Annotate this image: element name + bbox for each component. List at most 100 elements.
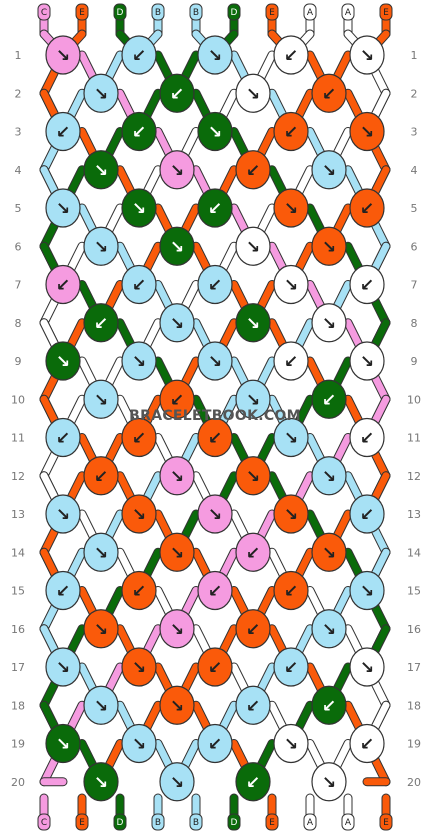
knot-ellipse [121,494,157,534]
knot: ↘ [159,532,195,572]
knot-ellipse [235,150,271,190]
knot-ellipse [159,762,195,802]
arrow-down-right-icon: ↘ [94,161,108,181]
knot: ↙ [121,111,157,152]
bottom-strand-cap [113,813,127,831]
knot: ↙ [273,341,309,381]
knot: ↘ [349,647,385,687]
knot-ellipse [197,723,233,764]
top-strand-cap [341,3,355,21]
knot-ellipse [121,417,157,458]
top-strand-letter: B [193,8,199,18]
knot: ↙ [121,35,157,75]
arrow-down-left-icon: ↙ [360,735,374,755]
arrow-down-right-icon: ↘ [94,543,108,563]
knot: ↘ [235,226,271,266]
arrow-down-left-icon: ↙ [208,199,222,219]
knot-ellipse [349,417,385,458]
knot: ↘ [159,150,195,190]
knot: ↙ [121,417,157,458]
arrow-down-right-icon: ↘ [322,314,336,334]
bottom-strand-letter: E [79,818,85,828]
arrow-down-left-icon: ↙ [246,161,260,181]
arrow-down-right-icon: ↘ [360,658,374,678]
knot: ↙ [83,303,119,343]
arrow-down-right-icon: ↘ [170,314,184,334]
knot-ellipse [349,647,385,687]
knot-ellipse [197,494,233,534]
arrow-down-left-icon: ↙ [132,429,146,449]
knot-ellipse [273,188,309,228]
arrow-down-right-icon: ↘ [56,658,70,678]
top-strand-cap [379,3,393,21]
knot: ↙ [273,111,309,152]
knot: ↘ [311,150,347,190]
top-strand-letter: D [117,8,124,18]
knot: ↘ [235,303,271,343]
knot: ↘ [83,226,119,266]
knot: ↘ [159,303,195,343]
row-number-left: 10 [11,393,25,406]
arrow-down-left-icon: ↙ [360,505,374,525]
knot-ellipse [349,188,385,228]
arrow-down-right-icon: ↘ [170,543,184,563]
knot-ellipse [197,188,233,228]
knot-ellipse [83,379,119,419]
arrow-down-left-icon: ↙ [208,735,222,755]
arrow-down-left-icon: ↙ [246,543,260,563]
knot: ↙ [159,379,195,419]
bottom-strand-letter: E [269,818,275,828]
bottom-strand-letter: A [345,818,352,828]
knot-ellipse [121,723,157,764]
bottom-strand-letter: C [41,818,47,828]
knot: ↙ [349,264,385,305]
arrow-down-right-icon: ↘ [360,123,374,143]
row-number-left: 13 [11,508,25,521]
arrow-down-right-icon: ↘ [94,390,108,410]
row-number-right: 9 [411,355,418,368]
knot-ellipse [159,532,195,572]
knot-ellipse [121,188,157,228]
row-number-left: 4 [15,164,22,177]
knot-ellipse [159,150,195,190]
knot-ellipse [273,341,309,381]
knot-ellipse [83,456,119,496]
knot: ↙ [121,570,157,611]
knot: ↘ [121,188,157,228]
top-strand-cap [189,3,203,21]
arrow-down-left-icon: ↙ [132,46,146,66]
knot: ↙ [273,570,309,611]
knot: ↙ [45,111,81,152]
arrow-down-left-icon: ↙ [94,314,108,334]
knot: ↙ [83,456,119,496]
knot-ellipse [349,723,385,764]
arrow-down-right-icon: ↘ [94,237,108,257]
row-number-left: 17 [11,661,25,674]
top-strand-cap [303,3,317,21]
row-number-right: 13 [407,508,421,521]
knot: ↙ [235,685,271,725]
arrow-down-right-icon: ↘ [284,199,298,219]
row-number-right: 20 [407,776,421,789]
knot-ellipse [273,647,309,687]
arrow-down-right-icon: ↘ [170,620,184,640]
knot-ellipse [159,609,195,649]
arrow-down-right-icon: ↘ [132,658,146,678]
knot: ↘ [45,341,81,381]
knot-ellipse [83,226,119,266]
knot-ellipse [121,647,157,687]
arrow-down-right-icon: ↘ [246,84,260,104]
arrow-down-right-icon: ↘ [132,199,146,219]
arrow-down-left-icon: ↙ [208,276,222,296]
bottom-strand-cap [37,813,51,831]
knot: ↘ [83,685,119,725]
knot: ↙ [159,73,195,113]
arrow-down-left-icon: ↙ [284,123,298,143]
knot: ↘ [45,188,81,228]
knot-ellipse [45,264,81,305]
knot-ellipse [159,226,195,266]
knot-ellipse [83,609,119,649]
knot-ellipse [45,494,81,534]
knot: ↙ [197,188,233,228]
